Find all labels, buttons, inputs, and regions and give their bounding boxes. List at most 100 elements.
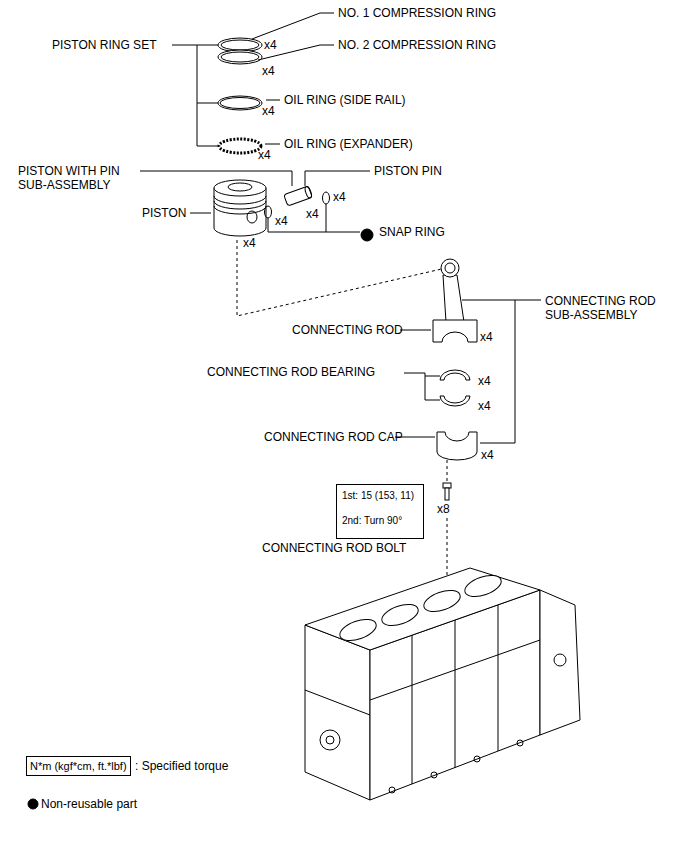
part-label: x4 [258,148,271,162]
dashed-guide [237,240,446,316]
connecting-rod [433,259,477,342]
part-label: x4 [333,190,346,204]
cylinder-block [389,787,395,793]
oil-ring-expander [219,139,261,153]
connecting-rod-bearing [440,370,470,380]
cylinder-block [540,590,580,735]
cylinder-block [305,690,370,715]
part-label: x4 [275,214,288,228]
piston [214,196,266,204]
piston-pin [284,186,313,206]
leader-line [190,213,211,214]
snap-ring [265,192,330,218]
non-reusable-mark [361,229,373,241]
cylinder-block [370,590,540,800]
piston [228,183,252,191]
part-label: x4 [481,448,494,462]
leader-line [326,204,327,232]
leader-line [305,171,370,186]
oil-ring-side-rail [218,96,262,110]
legend-text: : Specified torque [135,759,228,773]
torque-box: 1st: 15 (153, 11) 2nd: Turn 90° [336,484,424,539]
compression-ring [218,50,262,64]
connecting-rod-cap [437,432,477,460]
torque-text: 2nd: Turn 90° [342,514,418,527]
compression-ring [221,40,259,50]
part-label: x4 [262,104,275,118]
connecting-rod-bolt [443,483,451,500]
connecting-rod-bearing [440,396,470,406]
torque-text: N*m (kgf*cm, ft.*lbf) [30,759,127,773]
cylinder-block [455,620,456,768]
cylinder-block [370,640,540,700]
leader-line [266,100,280,101]
connecting-rod [441,259,459,277]
cylinder-block [462,571,504,600]
compression-ring [221,52,259,62]
snap-ring [265,206,272,218]
part-label: PISTON PIN [374,164,442,178]
cylinder-block [554,654,566,666]
connecting-rod [443,275,464,322]
legend-mark [28,799,38,809]
cylinder-block [421,586,463,615]
leader-line [140,171,292,186]
dashed-guide [447,460,448,481]
cylinder-block [326,736,334,744]
part-label: CONNECTING ROD SUB-ASSEMBLY [545,294,665,322]
part-label: NO. 2 COMPRESSION RING [338,38,496,52]
connecting-rod-bolt [443,483,451,488]
connecting-rod-bearing [440,370,470,406]
part-label: x4 [243,236,256,250]
part-label: x4 [480,330,493,344]
piston-pin [304,186,313,199]
leader-line [252,13,334,39]
connecting-rod [433,320,477,342]
part-label: SNAP RING [379,225,445,239]
leader-line [462,300,541,301]
cylinder-block [474,756,480,762]
part-label: x8 [437,502,450,516]
cylinder-block [337,615,379,644]
dashed-guide [237,240,447,600]
oil-ring-side-rail [220,98,260,109]
part-label: PISTON [142,206,186,220]
part-label: CONNECTING ROD BOLT [262,541,406,555]
torque-text: 1st: 15 (153, 11) [342,489,418,502]
piston [214,180,266,236]
leader-line [197,146,219,147]
torque-legend-box: N*m (kgf*cm, ft.*lbf) [26,756,131,776]
part-label: PISTON WITH PIN SUB-ASSEMBLY [18,164,130,192]
cylinder-block [305,568,580,800]
leader-line [265,144,280,145]
part-label: x4 [262,64,275,78]
part-label: NO. 1 COMPRESSION RING [338,6,496,20]
part-label: x4 [306,207,319,221]
piston [214,206,266,214]
leader-line [197,45,218,46]
cylinder-block [498,605,499,751]
oil-ring-side-rail [218,96,262,110]
part-label: OIL RING (EXPANDER) [284,137,413,151]
connecting-rod-bolt [445,488,449,500]
cylinder-block [305,625,370,800]
snap-ring [323,192,330,204]
leader-line [404,373,440,400]
cylinder-block [305,568,540,650]
connecting-rod-cap [437,432,477,460]
part-label: x4 [478,399,491,413]
legend-text: Non-reusable part [41,797,137,811]
piston [214,180,266,196]
piston [214,201,266,209]
part-label: x4 [478,374,491,388]
part-label: PISTON RING SET [52,38,156,52]
cylinder-block [412,635,413,784]
part-label: OIL RING (SIDE RAIL) [284,93,406,107]
compression-ring [218,38,262,64]
cylinder-block [431,772,437,778]
leader-line [400,330,431,331]
leader-line [425,376,440,377]
leader-line [197,103,218,104]
piston [247,211,257,223]
